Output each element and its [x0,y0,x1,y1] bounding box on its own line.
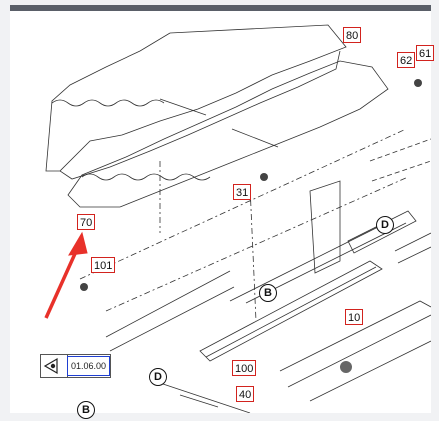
version-badge[interactable]: 01.06.00 [40,354,111,378]
callout-62[interactable]: 62 [397,52,416,68]
callout-100[interactable]: 100 [232,360,257,376]
callout-10[interactable]: 10 [345,309,364,325]
screw-101-icon [80,283,88,291]
callout-31[interactable]: 31 [233,184,252,200]
marker-d-top: D [376,216,394,234]
callout-61[interactable]: 61 [416,45,435,61]
pointer-arrow [44,231,88,319]
bracket-icon [340,361,352,373]
callout-70[interactable]: 70 [77,214,96,230]
marker-b-mid: B [259,284,277,302]
marker-b-bottom: B [77,401,95,419]
callout-80[interactable]: 80 [343,27,362,43]
window-top-bar [10,5,431,11]
exploded-parts-drawing [44,24,431,413]
part-80-panel [45,24,347,180]
callout-101[interactable]: 101 [91,257,116,273]
callout-40[interactable]: 40 [236,386,255,402]
screw-62-icon [414,79,422,87]
screw-31-icon [260,173,268,181]
part-70-panel [67,60,389,208]
parts-diagram-panel[interactable] [10,11,431,413]
marker-d-bottom: D [149,368,167,386]
eye-pointer-icon [41,355,68,377]
version-number: 01.06.00 [67,356,110,376]
